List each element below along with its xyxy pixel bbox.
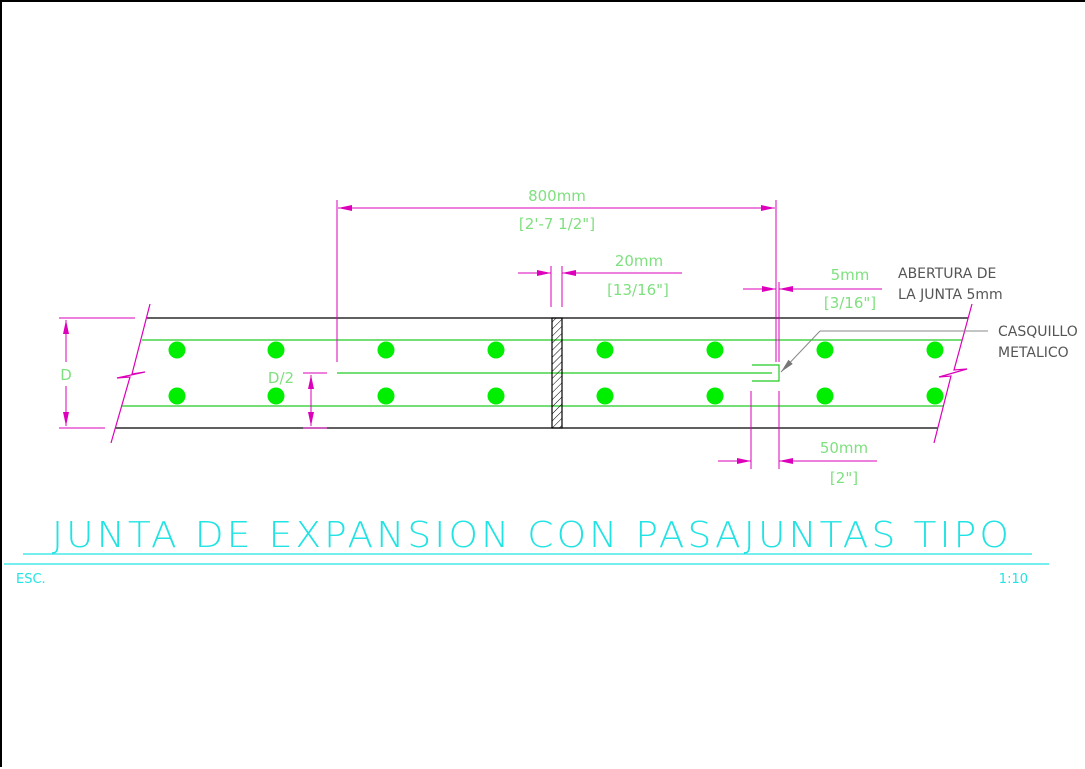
- note-opening-line2: LA JUNTA 5mm: [898, 287, 1003, 303]
- dim-20-imperial: [13/16"]: [607, 281, 669, 299]
- dowel-dot: [926, 387, 944, 405]
- dowel-dot: [487, 341, 505, 359]
- note-sleeve-line1: CASQUILLO: [998, 324, 1078, 340]
- dowel-dot: [487, 387, 505, 405]
- dim-depth-label: D: [60, 366, 72, 384]
- dowel-dot: [596, 387, 614, 405]
- dimension-50: 50mm [2"]: [718, 391, 877, 487]
- note-metal-sleeve: CASQUILLO METALICO: [780, 324, 1078, 373]
- concrete-slab: [110, 303, 973, 444]
- dowel-dot: [706, 387, 724, 405]
- dim-5-imperial: [3/16"]: [824, 294, 876, 312]
- dim-50-imperial: [2"]: [830, 469, 858, 487]
- joint-filler: [551, 317, 563, 429]
- break-line-right-icon: [933, 303, 973, 444]
- break-line-left-icon: [110, 303, 151, 444]
- dowel-dot: [267, 387, 285, 405]
- dimension-depth: D: [59, 317, 135, 429]
- dowel-dot: [267, 341, 285, 359]
- dowel-dot: [377, 387, 395, 405]
- dowel-dot: [168, 387, 186, 405]
- dim-5-metric: 5mm: [831, 266, 870, 284]
- dowel-bars: [168, 341, 944, 405]
- dowel-dot: [377, 341, 395, 359]
- note-sleeve-line2: METALICO: [998, 345, 1069, 361]
- dim-800-imperial: [2'-7 1/2"]: [519, 215, 595, 233]
- title-block: JUNTA DE EXPANSION CON PASAJUNTAS TIPO E…: [4, 515, 1049, 587]
- note-opening-line1: ABERTURA DE: [898, 266, 996, 282]
- dim-20-metric: 20mm: [615, 252, 663, 270]
- dimension-20: 20mm [13/16"]: [518, 252, 682, 307]
- dowel-dot: [816, 387, 834, 405]
- dimension-half-depth: D/2: [268, 369, 327, 429]
- scale-value: 1:10: [999, 572, 1028, 587]
- dimension-5: 5mm [3/16"]: [743, 266, 882, 362]
- dim-800-metric: 800mm: [528, 187, 586, 205]
- dowel-dot: [816, 341, 834, 359]
- dimension-800: 800mm [2'-7 1/2"]: [336, 187, 777, 362]
- metal-sleeve: [752, 364, 780, 382]
- dowel-dot: [706, 341, 724, 359]
- dowel-dot: [596, 341, 614, 359]
- dim-half-depth-label: D/2: [268, 369, 294, 387]
- dowel-dot: [926, 341, 944, 359]
- dim-50-metric: 50mm: [820, 439, 868, 457]
- dowel-dot: [168, 341, 186, 359]
- note-joint-opening: ABERTURA DE LA JUNTA 5mm: [898, 266, 1003, 303]
- drawing-title: JUNTA DE EXPANSION CON PASAJUNTAS TIPO: [52, 515, 1012, 556]
- scale-label: ESC.: [16, 572, 46, 587]
